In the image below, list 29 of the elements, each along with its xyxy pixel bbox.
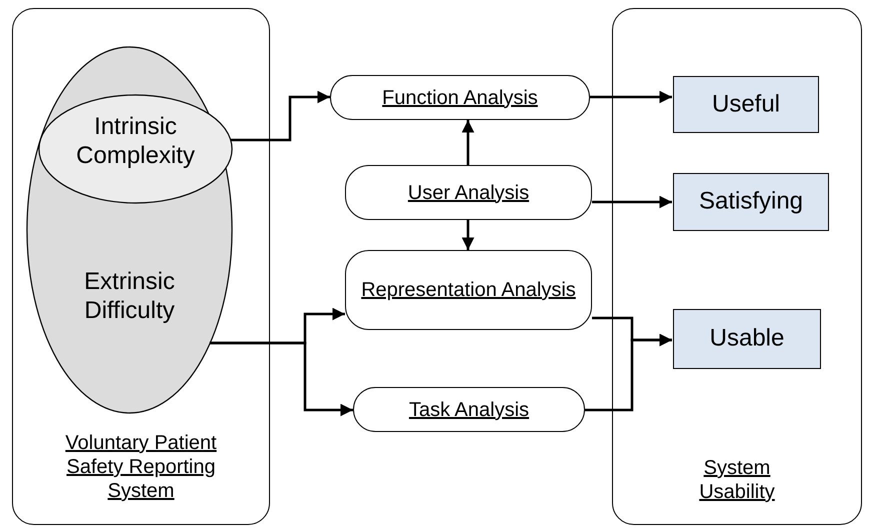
outcome-label: Satisfying [698, 188, 804, 216]
outcome-box [673, 173, 829, 231]
arrow [210, 342, 353, 416]
system-panel [12, 8, 270, 525]
arrow [462, 120, 474, 165]
arrow [230, 90, 330, 142]
arrow [585, 334, 672, 412]
arrow [462, 220, 474, 250]
analysis-box [330, 75, 590, 120]
usability-panel [612, 8, 862, 525]
analysis-label: User Analysis [408, 180, 530, 204]
analysis-label: Function Analysis [382, 86, 538, 110]
outcome-label: Usable [710, 324, 784, 354]
panel-label: Voluntary Patient Safety Reporting System [64, 431, 218, 503]
analysis-label: Representation Analysis [361, 278, 576, 302]
arrow [592, 196, 672, 208]
factor-label: Extrinsic Difficulty [83, 268, 176, 326]
arrow [590, 90, 672, 104]
factor-ellipse [26, 46, 233, 414]
panel-label: System Usability [698, 456, 776, 504]
analysis-box [345, 250, 592, 330]
outcome-label: Useful [712, 90, 780, 119]
outcome-box [673, 76, 819, 133]
factor-label: Intrinsic Complexity [75, 113, 196, 171]
factor-ellipse [38, 94, 233, 204]
outcome-box [673, 309, 821, 369]
analysis-label: Task Analysis [408, 398, 530, 422]
analysis-box [345, 165, 592, 220]
analysis-box [353, 387, 585, 432]
